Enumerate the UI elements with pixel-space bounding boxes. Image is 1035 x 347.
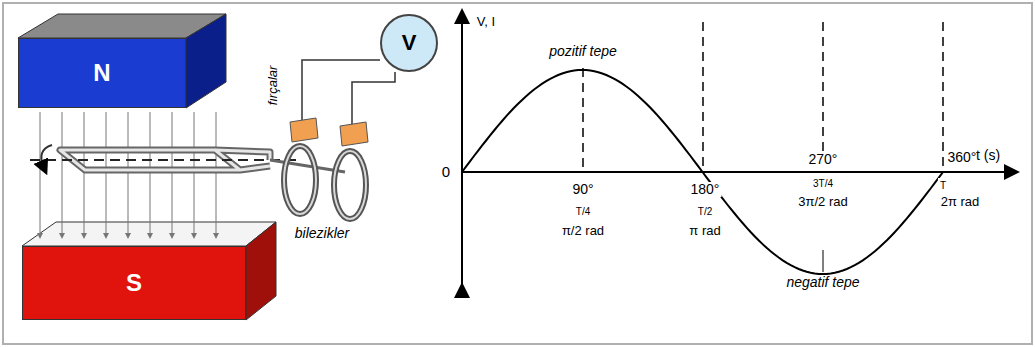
axis-label: t (s): [974, 148, 1002, 163]
period-label: 3T/4: [811, 176, 835, 191]
grid-line: [582, 68, 584, 172]
grid-line: [942, 22, 944, 172]
magnet-north: N: [18, 38, 186, 108]
radian-label: 3π/2 rad: [796, 194, 849, 209]
period-label: T/2: [696, 204, 714, 219]
slip-ring: [284, 146, 316, 214]
sine-curve: [462, 70, 943, 274]
radian-label: π/2 rad: [560, 223, 606, 238]
field-line: [194, 112, 195, 236]
peak-label: pozitif tepe: [547, 44, 619, 59]
grid-line: [702, 22, 704, 172]
rotation-arrow: [41, 145, 52, 168]
slip-ring: [284, 146, 316, 214]
slip-ring: [334, 151, 366, 219]
field-line: [172, 112, 173, 236]
wire: [352, 72, 395, 127]
angle-label: 180°: [689, 182, 722, 197]
y-axis: [461, 16, 463, 290]
magnet-side: [186, 14, 226, 108]
radian-label: π rad: [687, 223, 722, 238]
part-label: bilezikler: [293, 226, 351, 241]
origin-label: 0: [440, 164, 452, 179]
field-line: [84, 112, 85, 236]
brush: [340, 122, 368, 146]
rotation-axis: [30, 159, 300, 161]
peak-label: negatif tepe: [784, 275, 861, 290]
grid-line: [822, 22, 824, 172]
period-label: T/4: [574, 204, 592, 219]
magnet-side: [246, 222, 276, 320]
period-label: T: [938, 178, 948, 193]
brush: [290, 118, 318, 142]
angle-label: 360°: [946, 150, 979, 165]
grid-line: [823, 250, 824, 272]
axis-label: V, I: [475, 14, 497, 29]
field-line: [62, 112, 63, 236]
node-label: V: [402, 30, 417, 56]
wire: [302, 60, 380, 122]
radian-label: 2π rad: [939, 194, 982, 209]
angle-label: 90°: [570, 182, 595, 197]
slip-ring: [334, 151, 366, 219]
x-axis: [462, 171, 1012, 173]
part-label: fırçalar: [265, 64, 280, 108]
magnet-top: [22, 222, 276, 246]
angle-label: 270°: [807, 152, 840, 167]
voltmeter: V: [380, 14, 438, 72]
field-line: [40, 112, 41, 236]
field-line: [150, 112, 151, 236]
node-label: N: [93, 59, 110, 87]
frame: [3, 3, 1032, 344]
field-line: [106, 112, 107, 236]
field-line: [128, 112, 129, 236]
field-line: [216, 112, 217, 236]
node-label: S: [126, 269, 142, 297]
field-lines: [40, 112, 216, 236]
magnet-south: S: [22, 246, 246, 320]
